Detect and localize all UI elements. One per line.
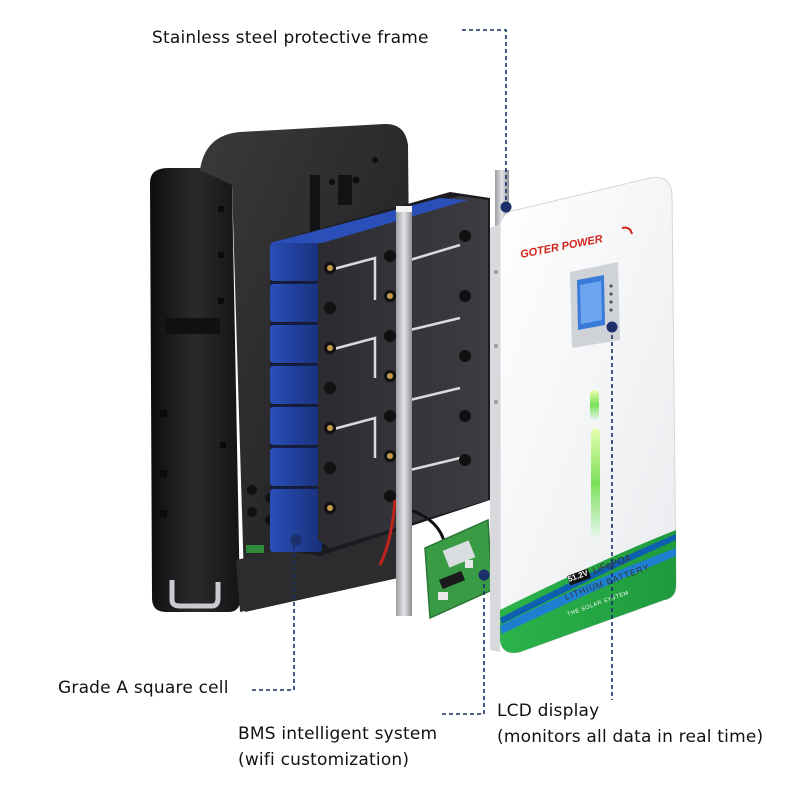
leader-lcd-dot	[606, 321, 618, 333]
bms-board	[424, 518, 493, 620]
callout-lcd-label: LCD display	[497, 701, 600, 721]
brand-swoosh	[621, 226, 633, 235]
leader-frame-dot	[500, 201, 512, 213]
voltage-badge	[566, 568, 592, 586]
leader-bms	[442, 576, 485, 715]
callout-lcd-sublabel: (monitors all data in real time)	[497, 727, 764, 747]
cell-stack	[270, 192, 490, 566]
callout-cell-label: Grade A square cell	[58, 678, 229, 698]
leader-cell	[252, 542, 295, 691]
callout-frame-label: Stainless steel protective frame	[152, 28, 429, 48]
leader-bms-dot	[478, 569, 490, 581]
white-front-cover	[490, 176, 677, 654]
callout-bms-sublabel: (wifi customization)	[238, 750, 410, 770]
leader-frame	[462, 29, 507, 206]
leader-cell-dot	[290, 534, 302, 546]
callout-bms-label: BMS intelligent system	[238, 724, 438, 744]
